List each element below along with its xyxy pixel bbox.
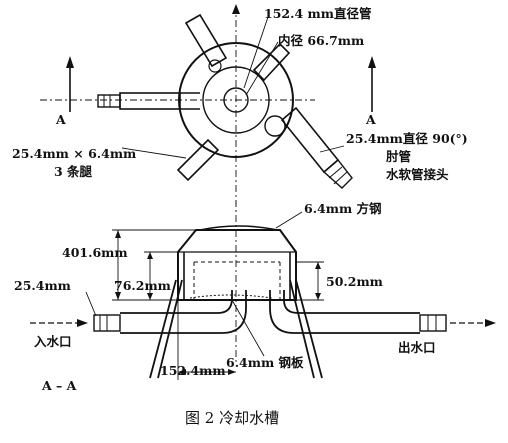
label-section-right: A: [365, 112, 376, 127]
inlet-pipe-section: [93, 290, 247, 334]
label-outlet: 出水口: [398, 340, 436, 355]
tank-rim: [199, 225, 279, 231]
center-pipe-circle: [223, 87, 249, 113]
figure-caption: 图 2 冷却水槽: [185, 409, 279, 427]
label-elbow-1: 25.4mm直径 90(°): [346, 131, 468, 146]
label-section-left: A: [55, 112, 66, 127]
outlet-port-circle: [264, 115, 286, 137]
top-view: [40, 4, 376, 215]
section-arrow-left: [66, 56, 74, 112]
label-right-height: 50.2mm: [326, 274, 383, 289]
outlet-pipe-section: [269, 290, 447, 334]
leg-section-left: [149, 279, 177, 379]
leader-pipe-dia: [243, 16, 269, 89]
right-hose: [280, 106, 353, 189]
leg-section-left-inner: [157, 279, 183, 379]
label-pipe-dia: 152.4 mm直径管: [264, 6, 371, 21]
leg-lower-left: [176, 138, 220, 182]
leader-bottom-plate: [231, 299, 265, 357]
leader-elbow: [319, 145, 345, 153]
label-legs-count: 3 条腿: [54, 164, 93, 179]
leg-section-right-inner: [289, 279, 315, 379]
dim-right-height: [296, 261, 324, 301]
leader-square-steel: [275, 211, 303, 229]
tank-outer-circle: [178, 42, 294, 158]
label-elbow-3: 水软管接头: [386, 167, 449, 182]
label-inner-height: 76.2mm: [114, 278, 171, 293]
label-total-height: 401.6mm: [62, 245, 128, 260]
left-hose: [97, 92, 200, 110]
inlet-flow-arrow: [30, 319, 88, 327]
leader-inner-dia: [245, 41, 279, 96]
label-inner-dia: 内径 66.7mm: [278, 33, 364, 48]
section-arrow-right: [368, 56, 376, 112]
leg-upper-right: [252, 42, 291, 82]
label-elbow-2: 肘管: [386, 149, 411, 164]
tank-inner-circle: [202, 66, 270, 134]
label-pipe-side: 25.4mm: [14, 278, 71, 293]
leader-legs: [121, 147, 187, 159]
dim-inner-height: [144, 251, 178, 300]
outlet-flow-arrow: [450, 319, 496, 327]
leg-section-right: [295, 279, 323, 379]
section-view: [30, 200, 496, 380]
tank-body: [177, 229, 297, 301]
inlet-port-circle: [208, 59, 222, 73]
leader-pipe-side: [85, 291, 97, 317]
leg-upper: [184, 13, 228, 68]
label-inlet: 入水口: [34, 334, 72, 349]
label-bottom-width: 152.4mm: [160, 363, 226, 378]
top-centerline-arrow: [232, 4, 240, 14]
bottom-plate-texture: [189, 294, 273, 299]
label-bottom-plate: 6.4mm 钢板: [226, 355, 304, 370]
label-legs-size: 25.4mm × 6.4mm: [12, 146, 136, 161]
dim-bottom-width: [177, 300, 236, 380]
dim-total-height: [112, 229, 196, 301]
label-square-steel: 6.4mm 方钢: [304, 201, 382, 216]
label-section-name: A – A: [41, 378, 77, 393]
